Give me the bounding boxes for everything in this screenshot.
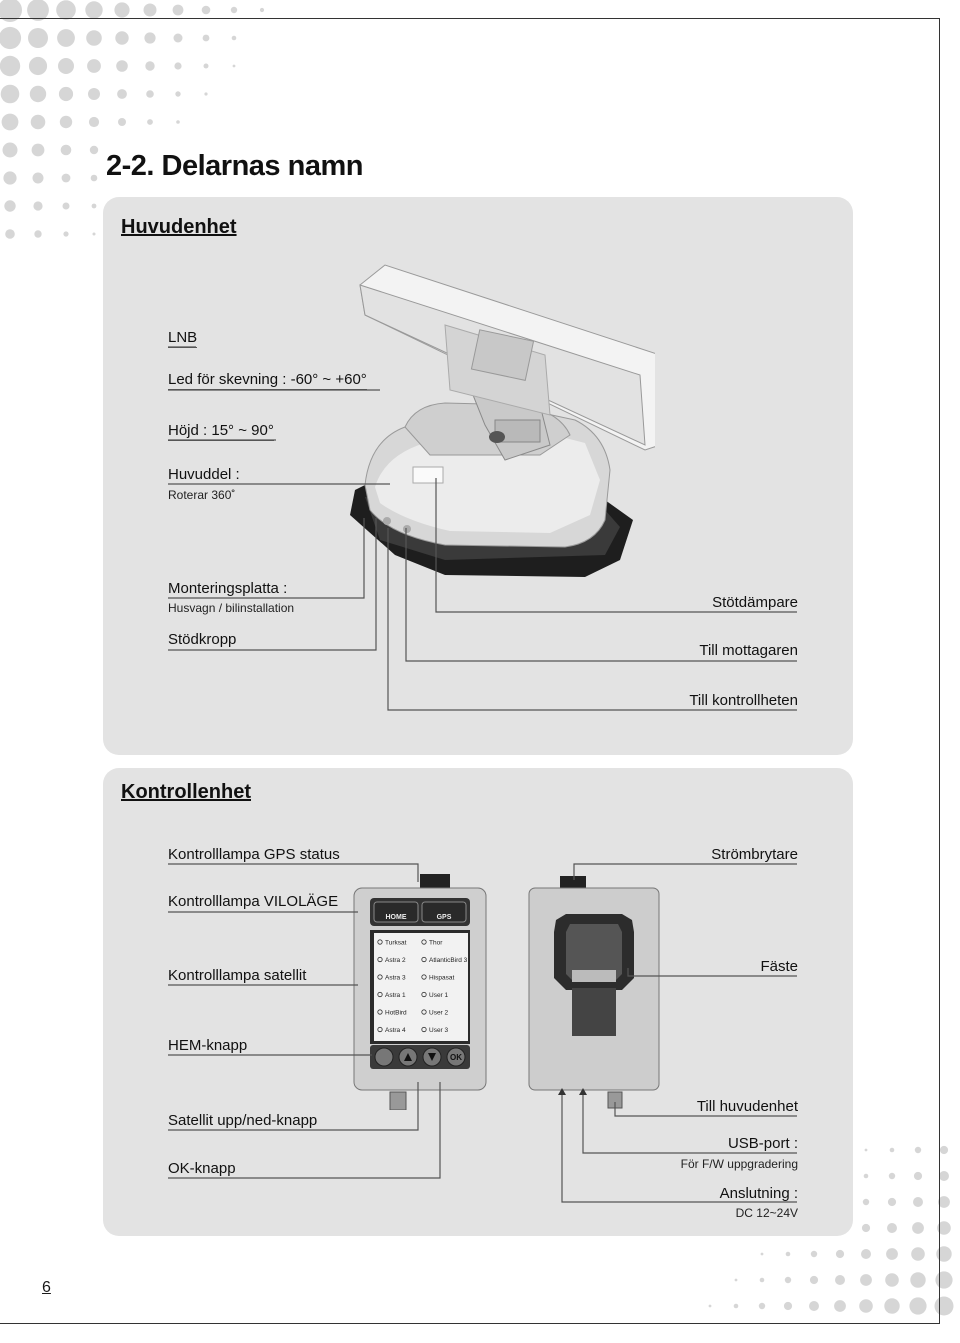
sat-list-item: Astra 4 (385, 1027, 406, 1034)
main-unit-heading: Huvudenhet (121, 216, 237, 238)
sat-led-icon (421, 939, 427, 945)
sat-list-item: AtlanticBird 3 (429, 957, 468, 964)
sat-list-item: Astra 2 (385, 957, 406, 964)
control-unit-callouts (168, 863, 797, 1203)
sat-list-item: Thor (429, 939, 443, 946)
sat-led-icon (377, 1026, 383, 1033)
sat-led-icon (377, 939, 383, 945)
page-title: 2-2. Delarnas namn (106, 150, 363, 182)
sat-list-item: Astra 1 (385, 992, 406, 999)
sat-list-item: Astra 3 (385, 974, 406, 981)
sat-led-icon (421, 991, 427, 998)
label-body: Huvuddel : (168, 466, 240, 483)
sat-list-item: Turksat (385, 939, 407, 946)
label-height: Höjd : 15° ~ 90° (168, 422, 274, 441)
label-power-switch: Strömbrytare (711, 846, 798, 863)
decorative-dots-bottom (708, 1145, 954, 1316)
ok-key-label: OK (450, 1053, 462, 1062)
label-sat-lamp: Kontrolllampa satellit (168, 967, 307, 984)
label-conn-sub: DC 12~24V (735, 1206, 798, 1220)
label-support: Stödkropp (168, 631, 237, 648)
sat-list-item: User 1 (429, 992, 449, 999)
label-body-sub: Roterar 360˚ (168, 488, 236, 502)
decorative-dots-top (0, 0, 265, 239)
label-to-receiver: Till mottagaren (699, 642, 798, 659)
sat-led-icon (421, 1009, 427, 1015)
sat-list-item: User 2 (429, 1009, 449, 1016)
control-unit-heading: Kontrollenhet (121, 781, 251, 803)
home-key-label: HOME (386, 914, 407, 921)
label-to-controller: Till kontrollheten (689, 692, 798, 709)
label-sleep-lamp: Kontrolllampa VILOLÄGE (168, 893, 339, 910)
label-mount-sub: Husvagn / bilinstallation (168, 601, 295, 615)
sat-list-item: Hispasat (429, 974, 454, 981)
label-usb: USB-port : (727, 1135, 798, 1152)
sat-led-icon (421, 956, 427, 963)
label-updown-btn: Satellit upp/ned-knapp (168, 1112, 318, 1129)
sat-list-item: HotBird (385, 1009, 407, 1016)
label-to-main: Till huvudenhet (696, 1098, 798, 1115)
label-bracket: Fäste (760, 958, 798, 975)
label-home-btn: HEM-knapp (168, 1037, 248, 1054)
label-mount: Monteringsplatta : (168, 580, 288, 597)
label-ok-btn: OK-knapp (168, 1160, 236, 1177)
sat-list-item: User 3 (429, 1027, 449, 1034)
page-frame (0, 18, 940, 1324)
label-lnb: LNB (168, 329, 198, 348)
label-gps-lamp: Kontrolllampa GPS status (168, 846, 340, 863)
label-tilt: Led för skevning : -60° ~ +60° (168, 371, 367, 390)
sat-led-icon (421, 974, 427, 980)
sat-led-icon (377, 974, 383, 980)
sat-led-icon (377, 991, 383, 998)
antenna-illustration (350, 264, 655, 577)
sat-led-icon (421, 1026, 427, 1033)
label-conn: Anslutning : (719, 1185, 798, 1202)
sat-led-icon (377, 956, 383, 963)
label-usb-sub: För F/W uppgradering (680, 1157, 798, 1171)
page-number: 6 (42, 1279, 51, 1296)
gps-key-label: GPS (437, 914, 452, 921)
label-damper: Stötdämpare (712, 594, 798, 611)
sat-led-icon (377, 1009, 383, 1015)
controller-back (528, 876, 660, 1109)
